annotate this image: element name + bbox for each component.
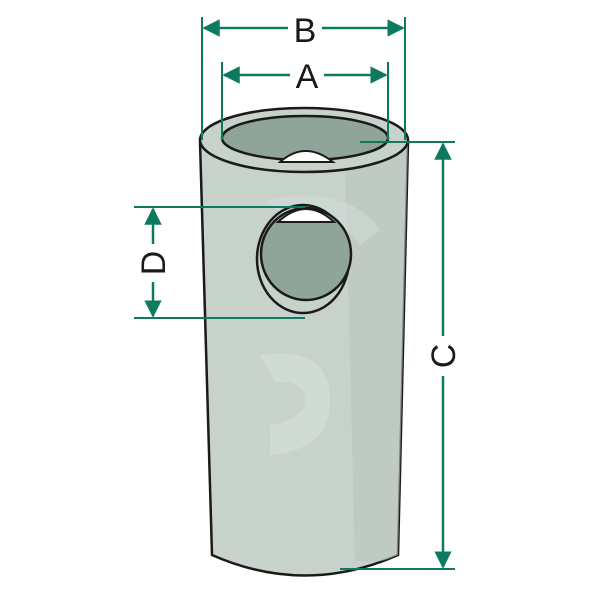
label-b-bg [288, 10, 322, 46]
cylinder-shade [345, 142, 408, 563]
watermark-logo [260, 353, 330, 455]
dimension-label-d: D [135, 251, 173, 276]
dimension-label-b: B [294, 12, 317, 50]
dimension-label-a: A [296, 58, 319, 96]
label-d-bg [134, 244, 172, 282]
label-c-bg [425, 336, 461, 376]
label-a-bg [290, 56, 324, 92]
inner-bore-bottom [277, 150, 336, 163]
cross-hole-highlight [275, 208, 337, 223]
dimension-label-c: C [425, 344, 463, 369]
